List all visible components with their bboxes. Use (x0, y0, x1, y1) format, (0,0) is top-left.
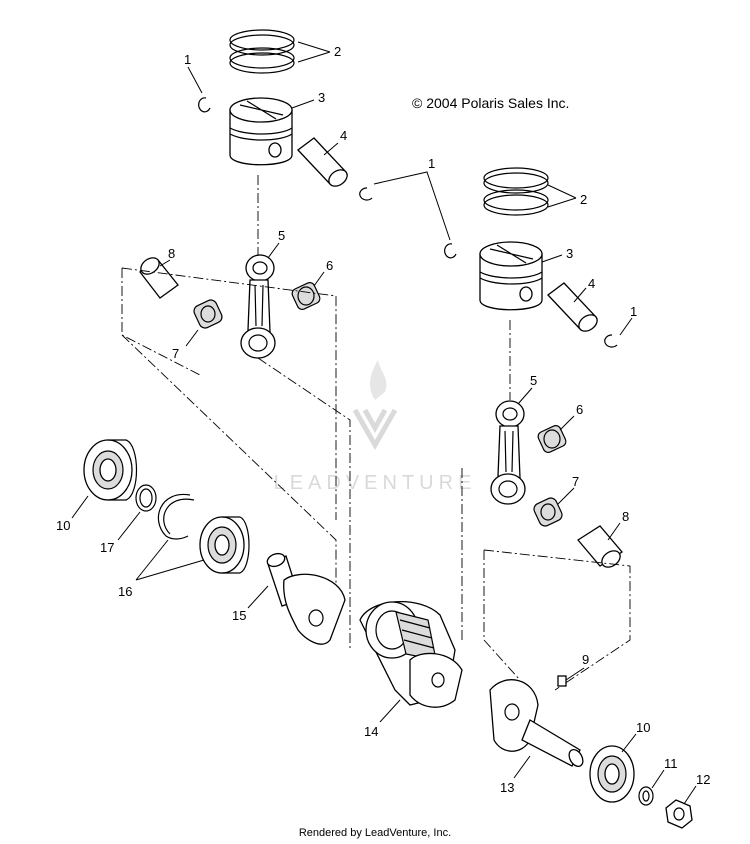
callout-6: 6 (326, 258, 333, 273)
callout-2: 2 (580, 192, 587, 207)
callout-15: 15 (232, 608, 246, 623)
assembly-line-right-3 (483, 550, 521, 681)
assembly-line-left-5 (257, 357, 351, 650)
callout-1: 1 (428, 156, 435, 171)
callout-4: 4 (340, 128, 347, 143)
callout-13: 13 (500, 780, 514, 795)
nut-12 (665, 799, 693, 829)
retaining-ring-16 (157, 493, 195, 540)
leader-lines (71, 41, 697, 805)
callout-12: 12 (696, 772, 710, 787)
callout-labels: 1 2 3 4 1 2 3 4 1 5 6 8 7 5 6 7 8 10 17 … (56, 44, 710, 795)
callout-11: 11 (664, 756, 678, 771)
callout-14: 14 (364, 724, 378, 739)
piston-rings-right (483, 167, 549, 216)
callout-7: 7 (172, 346, 179, 361)
callout-7: 7 (572, 474, 579, 489)
assembly-line-right-4 (483, 549, 631, 691)
circlip-left-2 (359, 187, 373, 201)
callout-10: 10 (56, 518, 70, 533)
main-bearing-16 (199, 516, 250, 574)
callout-8: 8 (622, 509, 629, 524)
needle-bearing-7-right (533, 497, 563, 527)
woodruff-key-9 (557, 675, 567, 687)
needle-bearing-left (291, 282, 321, 310)
callout-5: 5 (278, 228, 285, 243)
crankshaft-half-13 (489, 679, 584, 768)
crankshaft-center-14 (359, 600, 463, 708)
circlip-right-2 (604, 334, 618, 348)
crankshaft-half-15 (266, 552, 346, 645)
piston-rings-left (229, 29, 295, 74)
callout-1: 1 (630, 304, 637, 319)
callout-3: 3 (318, 90, 325, 105)
callout-2: 2 (334, 44, 341, 59)
snap-ring-17 (135, 484, 157, 512)
callout-6: 6 (576, 402, 583, 417)
wrist-pin-right (547, 282, 598, 332)
copyright-text: © 2004 Polaris Sales Inc. (412, 95, 569, 111)
leader-1 (373, 171, 451, 241)
needle-bearing-7-left (193, 299, 223, 329)
circlip-left (198, 97, 211, 113)
callout-9: 9 (582, 652, 589, 667)
connecting-rod-left (240, 254, 276, 359)
leadventure-watermark-logo (352, 360, 398, 451)
wrist-pin-left (297, 137, 348, 187)
callout-3: 3 (566, 246, 573, 261)
callout-1: 1 (184, 52, 191, 67)
callout-8: 8 (168, 246, 175, 261)
main-bearing-right (589, 745, 635, 803)
crank-pin-right (577, 525, 623, 568)
callout-10: 10 (636, 720, 650, 735)
washer-11 (638, 786, 654, 806)
callout-4: 4 (588, 276, 595, 291)
piston-right (479, 241, 543, 311)
main-bearing-left (83, 439, 137, 501)
assembly-line-left-2 (121, 267, 337, 520)
connecting-rod-right (490, 400, 526, 505)
circlip-right (444, 243, 457, 259)
watermark-text: LEADVENTURE (274, 472, 477, 494)
crank-pin-left (139, 257, 179, 299)
callout-17: 17 (100, 540, 114, 555)
piston-left (229, 97, 293, 166)
footer-text: Rendered by LeadVenture, Inc. (299, 827, 451, 839)
callout-5: 5 (530, 373, 537, 388)
callout-16: 16 (118, 584, 132, 599)
needle-bearing-right (537, 425, 567, 453)
